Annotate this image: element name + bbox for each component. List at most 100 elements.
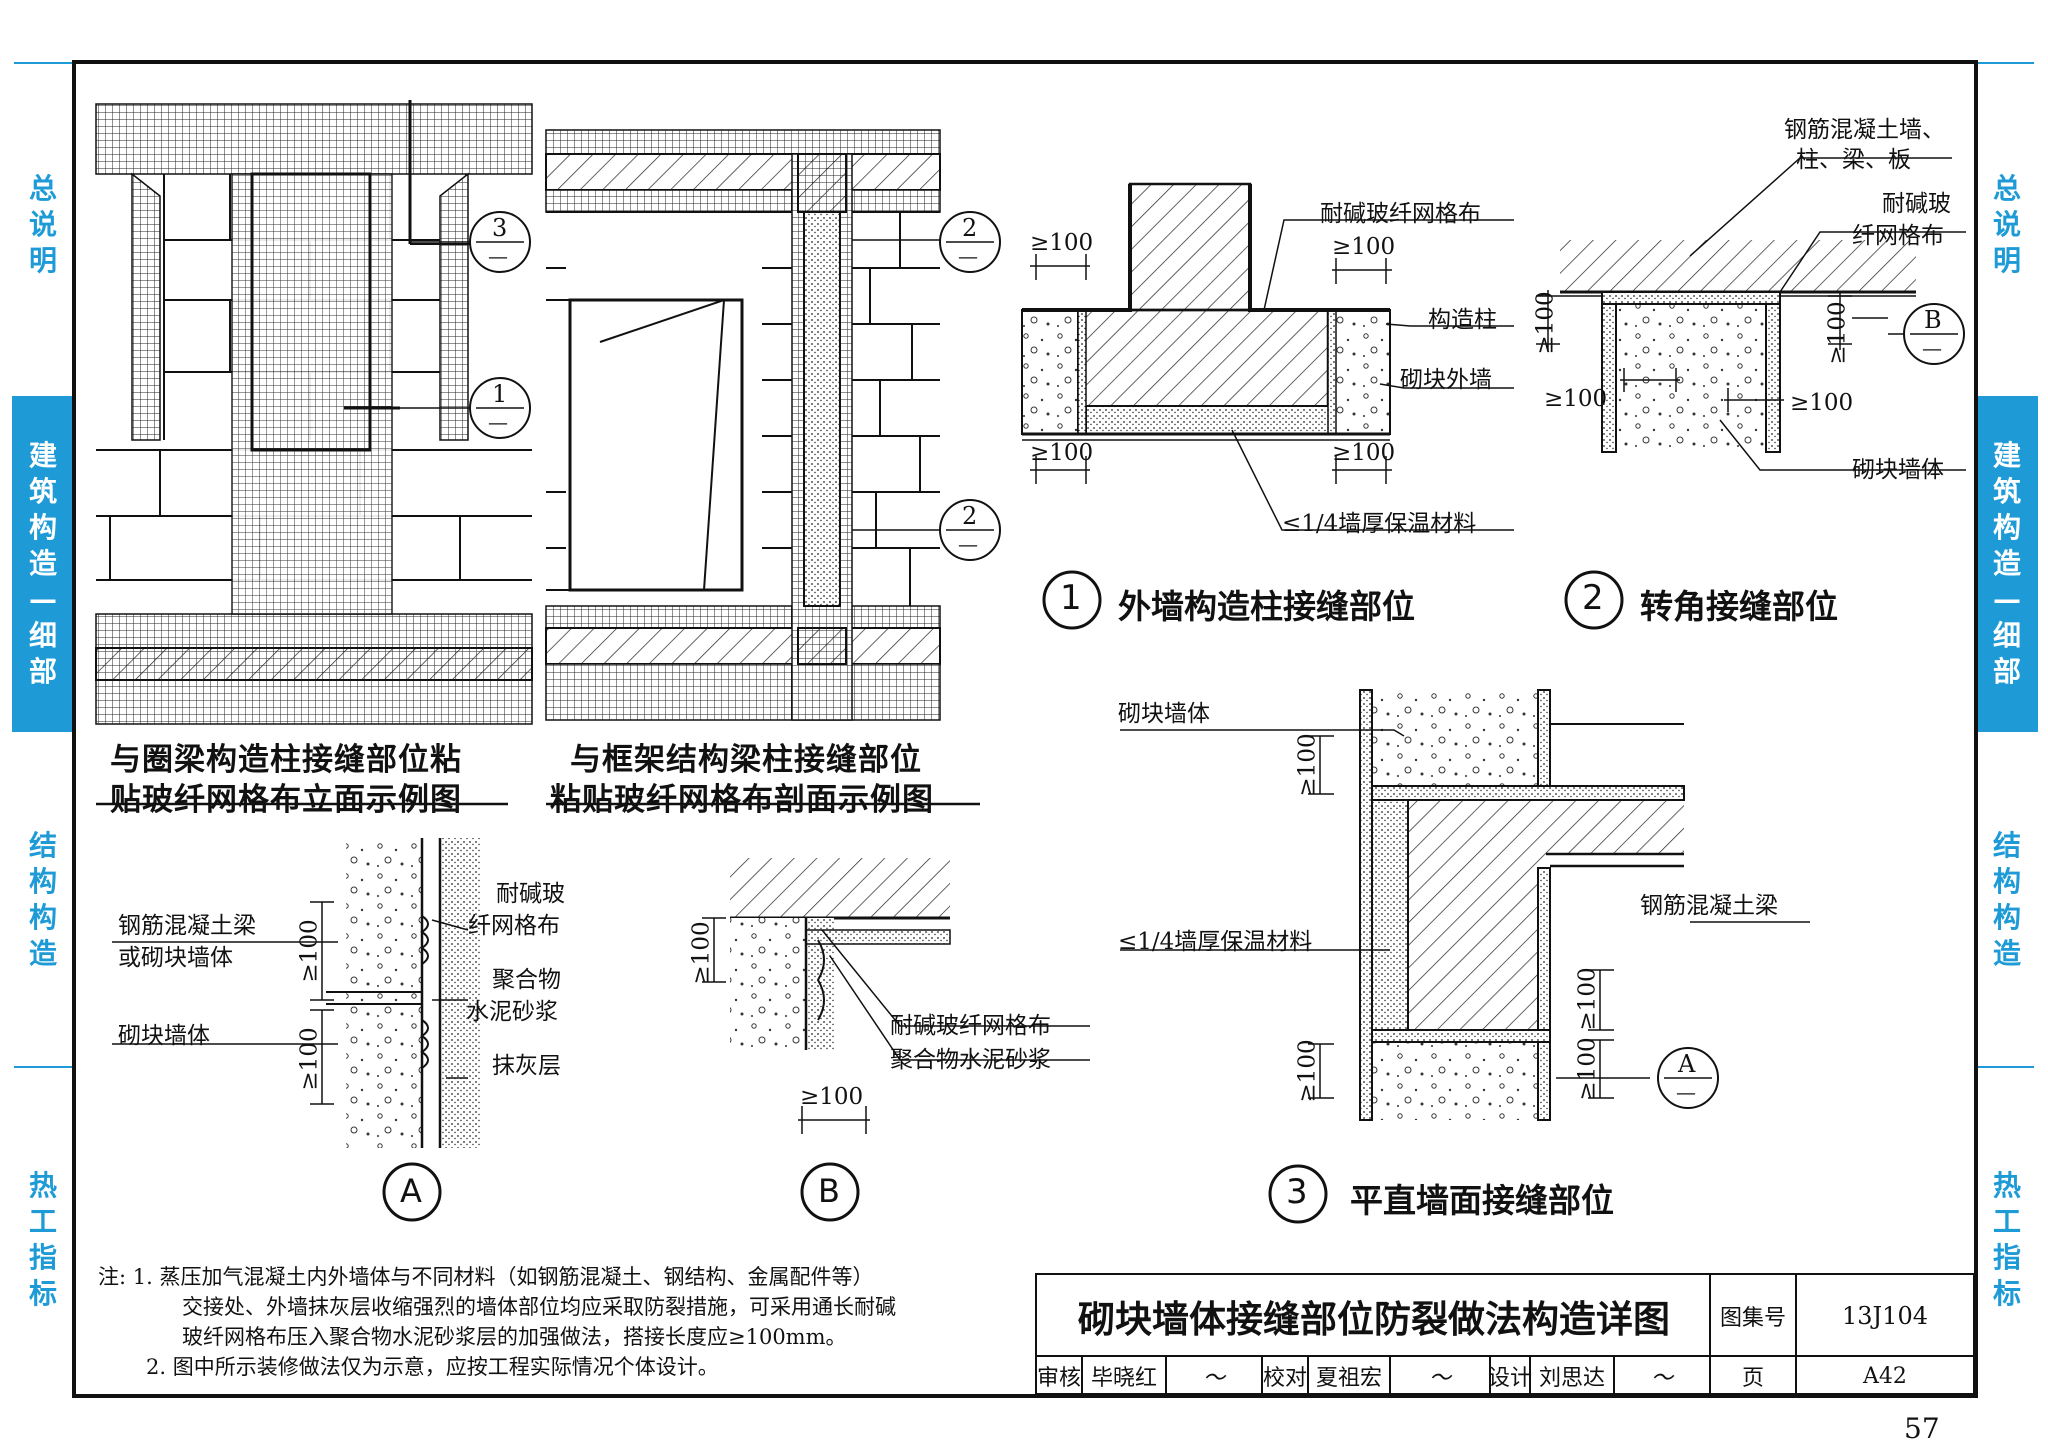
- reviewer-signature: ～: [1202, 1366, 1225, 1391]
- note-2-text: 图中所示装修做法仅为示意，应按工程实际情况个体设计。: [172, 1355, 719, 1379]
- note-2-number: 2.: [146, 1355, 167, 1379]
- d2-dim-right-h: ≥100: [1790, 390, 1854, 416]
- tab-char: 说: [1992, 208, 2021, 241]
- design-label: 设计: [1488, 1366, 1533, 1391]
- callout-b-letter: B: [1924, 306, 1942, 334]
- callout-3-number: 3: [492, 214, 508, 242]
- tab-char: 结: [1992, 829, 2021, 862]
- tab-char: 标: [1992, 1277, 2021, 1310]
- callout-a-letter: A: [1678, 1050, 1696, 1078]
- d1-column-label: 构造柱: [1428, 307, 1497, 333]
- title-block-frame: [1035, 1273, 1975, 1395]
- detail-a-circle: [382, 1162, 442, 1222]
- page-label: 页: [1741, 1366, 1764, 1391]
- note-1-line1: 蒸压加气混凝土内外墙体与不同材料（如钢筋混凝土、钢结构、金属配件等）: [159, 1265, 874, 1289]
- sheet-border: [72, 60, 1978, 1398]
- tab-char: 筑: [1992, 475, 2021, 508]
- ring-beam-caption-line1: 与圈梁构造柱接缝部位粘: [110, 742, 462, 778]
- callout-2a-number: 2: [962, 214, 978, 242]
- da-dim-upper: ≥100: [296, 919, 323, 983]
- ring-beam-caption-line2: 贴玻纤网格布立面示例图: [110, 782, 462, 818]
- checker-name: 夏祖宏: [1315, 1366, 1382, 1391]
- detail-b-circle: [800, 1162, 860, 1222]
- tab-char: 结: [28, 829, 57, 862]
- da-block-label: 砌块墙体: [118, 1023, 210, 1049]
- check-label: 校对: [1262, 1366, 1307, 1391]
- side-tab-structure-left[interactable]: 结 构 构 造: [12, 820, 74, 980]
- d1-title: 外墙构造柱接缝部位: [1118, 587, 1415, 626]
- d2-rc-label-line1: 钢筋混凝土墙、: [1784, 117, 1945, 143]
- d2-number: 2: [1582, 578, 1604, 618]
- tab-char: 指: [1992, 1241, 2021, 1274]
- callout-2b-dash: —: [958, 532, 978, 556]
- page-number: 57: [1904, 1412, 1940, 1445]
- d1-dim-top-right: ≥100: [1332, 234, 1396, 260]
- d1-number: 1: [1060, 578, 1082, 618]
- tab-char: 细: [1992, 619, 2021, 652]
- designer-signature: ～: [1650, 1366, 1673, 1391]
- side-tab-structure-right[interactable]: 结 构 构 造: [1976, 820, 2038, 980]
- d2-mesh-label-line2: 纤网格布: [1852, 223, 1944, 249]
- tab-char: 总: [28, 172, 57, 205]
- d1-insulation-label: ≤1/4墙厚保温材料: [1282, 511, 1477, 537]
- d2-title: 转角接缝部位: [1640, 587, 1838, 626]
- note-1-line3: 玻纤网格布压入聚合物水泥砂浆层的加强做法，搭接长度应≥100mm。: [182, 1325, 847, 1349]
- tab-char: 说: [28, 208, 57, 241]
- tab-char: 造: [28, 547, 57, 580]
- tab-char: 造: [28, 937, 57, 970]
- tab-char: 构: [1992, 865, 2021, 898]
- side-tab-general-right[interactable]: 总 说 明: [1976, 150, 2038, 300]
- tab-char: 构: [28, 901, 57, 934]
- tab-char: 构: [28, 865, 57, 898]
- tab-char: 热: [28, 1169, 57, 1202]
- reviewer-name: 毕晓红: [1090, 1366, 1157, 1391]
- callout-a-dash: —: [1676, 1080, 1696, 1104]
- db-mortar-label: 聚合物水泥砂浆: [890, 1047, 1051, 1073]
- da-rc-label-line2: 或砌块墙体: [118, 945, 233, 971]
- d1-outer-wall-label: 砌块外墙: [1400, 367, 1492, 393]
- d3-rc-beam-label: 钢筋混凝土梁: [1640, 893, 1778, 919]
- ring-beam-elevation: [95, 100, 533, 725]
- callout-2b-number: 2: [962, 502, 978, 530]
- da-mortar-label-line2: 水泥砂浆: [466, 999, 558, 1025]
- frame-caption-line1: 与框架结构梁柱接缝部位: [570, 742, 922, 778]
- detail-a-drawing: [112, 838, 480, 1148]
- side-tab-architecture-right[interactable]: 建 筑 构 造 — 细 部: [1976, 396, 2038, 732]
- db-dim-horizontal: ≥100: [800, 1084, 864, 1110]
- side-tab-architecture-left[interactable]: 建 筑 构 造 — 细 部: [12, 396, 74, 732]
- tab-char: 明: [28, 244, 57, 277]
- d1-dim-bottom-right: ≥100: [1332, 440, 1396, 466]
- tab-char: 筑: [28, 475, 57, 508]
- db-mesh-label: 耐碱玻纤网格布: [890, 1013, 1051, 1039]
- tab-char: 细: [28, 619, 57, 652]
- d2-dim-left-v: ≥100: [1532, 291, 1559, 355]
- detail-b-drawing: [702, 858, 1090, 1134]
- notes-prefix: 注:: [98, 1265, 127, 1289]
- callout-2a-dash: —: [958, 244, 978, 268]
- tab-char: 造: [1992, 547, 2021, 580]
- atlas-label: 图集号: [1719, 1306, 1786, 1331]
- d3-title: 平直墙面接缝部位: [1350, 1181, 1614, 1220]
- callout-1-number: 1: [492, 380, 508, 408]
- note-1-number: 1.: [132, 1265, 153, 1289]
- tab-char: 标: [28, 1277, 57, 1310]
- da-mesh-label-line1: 耐碱玻: [496, 881, 565, 907]
- d3-dim-bottom-left: ≥100: [1294, 1039, 1321, 1103]
- side-tab-general-left[interactable]: 总 说 明: [12, 150, 74, 300]
- detail-2-drawing: [1536, 157, 1966, 471]
- detail-3-circle: [1268, 1164, 1328, 1224]
- da-rc-label-line1: 钢筋混凝土梁: [118, 913, 256, 939]
- callout-b-dash: —: [1922, 336, 1942, 360]
- tab-char: 部: [1992, 655, 2021, 688]
- tab-char: 总: [1992, 172, 2021, 205]
- side-tab-thermal-left[interactable]: 热 工 指 标: [12, 1160, 74, 1320]
- callout-3-dash: —: [488, 244, 508, 268]
- d2-mesh-label-line1: 耐碱玻: [1882, 191, 1951, 217]
- tab-char: —: [1993, 583, 2021, 616]
- tab-char: —: [29, 583, 57, 616]
- db-letter: B: [818, 1172, 840, 1210]
- page-code: A42: [1863, 1363, 1907, 1389]
- tab-char: 建: [1992, 439, 2021, 472]
- side-tab-thermal-right[interactable]: 热 工 指 标: [1976, 1160, 2038, 1320]
